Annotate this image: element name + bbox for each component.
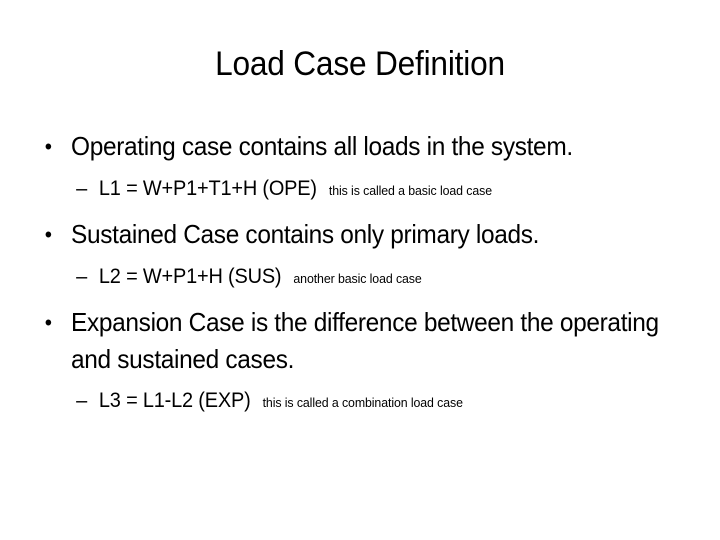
sub-bullet-item-3-note: this is called a combination load case	[262, 395, 463, 410]
slide-title: Load Case Definition	[215, 45, 505, 83]
bullet-item-2: • Sustained Case contains only primary l…	[40, 216, 660, 253]
sub-bullet-item-1-note: this is called a basic load case	[328, 183, 492, 198]
bullet-item-3-text: Expansion Case is the difference between…	[71, 307, 659, 374]
sub-bullet-dash-icon: –	[76, 389, 88, 412]
sub-bullet-item-2-equation: L2 = W+P1+H (SUS)	[98, 265, 282, 288]
bullet-item-1: • Operating case contains all loads in t…	[40, 128, 660, 165]
bullet-dot-icon: •	[44, 222, 52, 247]
sub-bullet-dash-icon: –	[76, 177, 88, 200]
sub-bullet-item-1: – L1 = W+P1+T1+H (OPE) this is called a …	[40, 174, 667, 206]
bullet-item-3: • Expansion Case is the difference betwe…	[40, 304, 660, 378]
bullet-dot-icon: •	[44, 310, 52, 335]
sub-bullet-item-3-equation: L3 = L1-L2 (EXP)	[98, 389, 251, 412]
bullet-item-1-text: Operating case contains all loads in the…	[71, 131, 573, 161]
slide-body: • Operating case contains all loads in t…	[40, 128, 700, 421]
sub-bullet-item-2: – L2 = W+P1+H (SUS) another basic load c…	[40, 262, 667, 294]
sub-bullet-item-1-equation: L1 = W+P1+T1+H (OPE)	[98, 177, 317, 200]
bullet-item-2-text: Sustained Case contains only primary loa…	[71, 219, 540, 249]
sub-bullet-item-3: – L3 = L1-L2 (EXP) this is called a comb…	[40, 386, 667, 418]
bullet-dot-icon: •	[44, 134, 52, 159]
sub-bullet-item-2-note: another basic load case	[293, 271, 422, 286]
sub-bullet-dash-icon: –	[76, 265, 88, 288]
